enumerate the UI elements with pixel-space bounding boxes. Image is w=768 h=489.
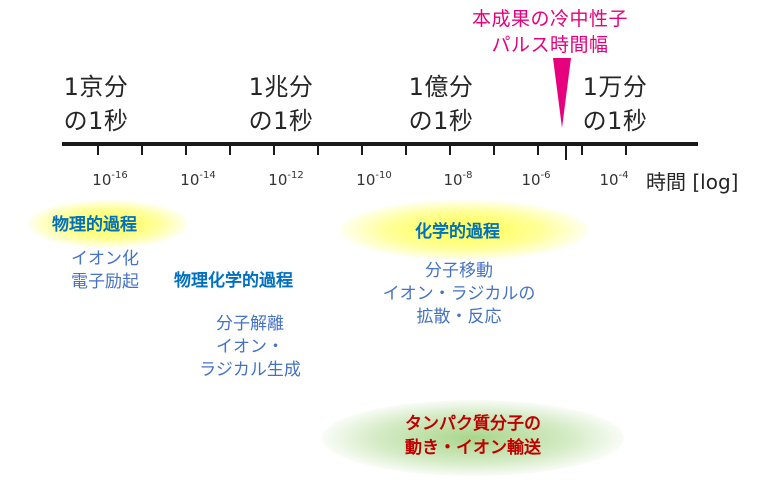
unit-label-line1: 1京分 — [63, 73, 129, 101]
unit-label-line1: 1億分 — [408, 73, 474, 101]
description-line: 分子解離 — [216, 314, 284, 334]
chemical-process-description: 分子移動 イオン・ラジカルの 拡散・反応 — [354, 260, 564, 329]
time-axis-line — [62, 142, 698, 146]
unit-label-line2: の1秒 — [63, 107, 129, 135]
protein-motion-line2: 動き・イオン輸送 — [405, 438, 541, 458]
protein-glow — [322, 400, 624, 476]
chemical-glow — [340, 200, 588, 260]
pulse-width-title: 本成果の冷中性子 パルス時間幅 — [440, 6, 660, 58]
description-line: 電子励起 — [71, 272, 139, 292]
protein-motion-label: タンパク質分子の 動き・イオン輸送 — [360, 412, 586, 460]
unit-label-quadrillionth: 1京分 の1秒 — [56, 70, 136, 138]
physical-glow — [28, 200, 188, 248]
tick-label-1e-8: 10-8 — [443, 170, 473, 189]
pulse-width-title-line2: パルス時間幅 — [491, 34, 609, 56]
tick-label-1e-12: 10-12 — [268, 170, 304, 189]
unit-label-line2: の1秒 — [582, 107, 648, 135]
description-line: 拡散・反応 — [416, 307, 502, 327]
tick-label-1e-10: 10-10 — [356, 170, 392, 189]
physicochemical-process-description: 分子解離 イオン・ ラジカル生成 — [180, 313, 320, 382]
tick-label-1e-16: 10-16 — [92, 170, 128, 189]
description-line: イオン・ラジカルの — [382, 284, 536, 304]
description-line: イオン・ — [216, 337, 284, 357]
axis-title: 時間 [log] — [646, 170, 739, 194]
unit-label-line2: の1秒 — [408, 107, 474, 135]
description-line: ラジカル生成 — [199, 360, 301, 380]
description-line: イオン化 — [71, 249, 139, 269]
description-line: 分子移動 — [425, 261, 493, 281]
physicochemical-process-heading: 物理化学的過程 — [174, 271, 293, 291]
physical-process-description: イオン化 電子励起 — [50, 248, 160, 294]
physical-process-heading: 物理的過程 — [52, 215, 137, 235]
unit-label-trillionth: 1兆分 の1秒 — [236, 70, 326, 138]
time-axis-ticks — [97, 144, 627, 160]
chemical-process-heading: 化学的過程 — [415, 222, 500, 242]
pulse-width-wedge — [553, 58, 571, 128]
unit-label-ten-thousandth: 1万分 の1秒 — [570, 70, 660, 138]
protein-motion-line1: タンパク質分子の — [405, 414, 541, 434]
tick-label-1e-14: 10-14 — [180, 170, 216, 189]
tick-label-1e-6: 10-6 — [521, 170, 551, 189]
pulse-width-title-line1: 本成果の冷中性子 — [471, 8, 628, 30]
unit-label-line1: 1兆分 — [248, 73, 314, 101]
unit-label-hundred-millionth: 1億分 の1秒 — [396, 70, 486, 138]
unit-label-line2: の1秒 — [248, 107, 314, 135]
tick-label-1e-4: 10-4 — [599, 170, 629, 189]
unit-label-line1: 1万分 — [582, 73, 648, 101]
pulse-width-marker — [553, 58, 571, 128]
